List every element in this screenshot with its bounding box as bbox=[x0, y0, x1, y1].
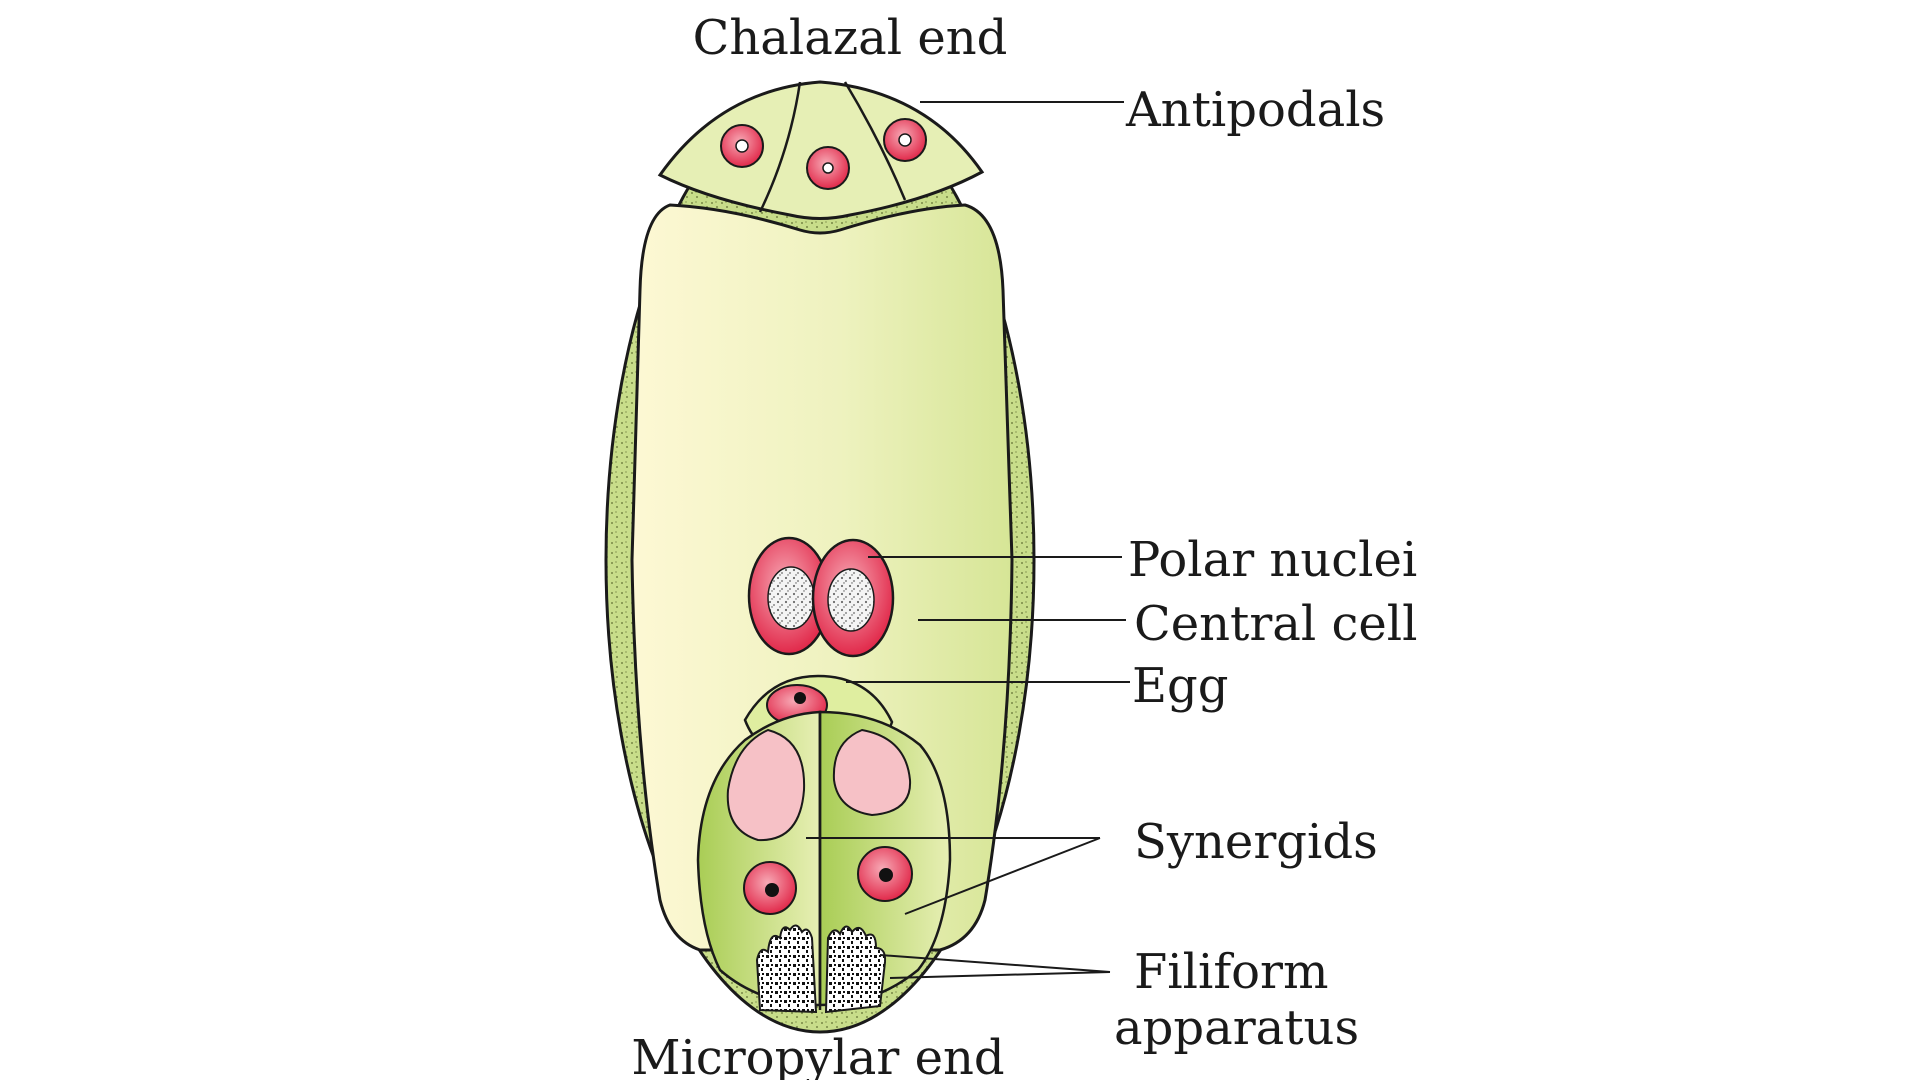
antipodal-divider bbox=[843, 81, 907, 201]
leader-filiform-b bbox=[889, 971, 1111, 979]
label-filiform-line2: apparatus bbox=[1114, 1000, 1359, 1056]
label-filiform-line1: Filiform bbox=[1134, 944, 1328, 1000]
antipodal-divider bbox=[758, 81, 802, 213]
label-antipodals: Antipodals bbox=[1125, 82, 1385, 138]
leader-filiform-a bbox=[879, 954, 1111, 973]
polar-nucleus bbox=[811, 538, 895, 658]
label-chalazal-end: Chalazal end bbox=[693, 10, 1008, 66]
antipodal-nucleus bbox=[883, 118, 927, 162]
filiform-apparatus-right bbox=[824, 925, 887, 1014]
antipodal-nucleus bbox=[806, 146, 850, 190]
label-synergids: Synergids bbox=[1134, 814, 1378, 870]
label-central-cell: Central cell bbox=[1134, 596, 1418, 652]
antipodal-nucleus bbox=[720, 124, 764, 168]
leader-synergids-b bbox=[904, 837, 1101, 915]
filiform-apparatus-left bbox=[755, 924, 818, 1014]
label-polar-nuclei: Polar nuclei bbox=[1128, 532, 1417, 588]
label-egg: Egg bbox=[1132, 658, 1229, 714]
label-micropylar-end: Micropylar end bbox=[631, 1030, 1004, 1080]
